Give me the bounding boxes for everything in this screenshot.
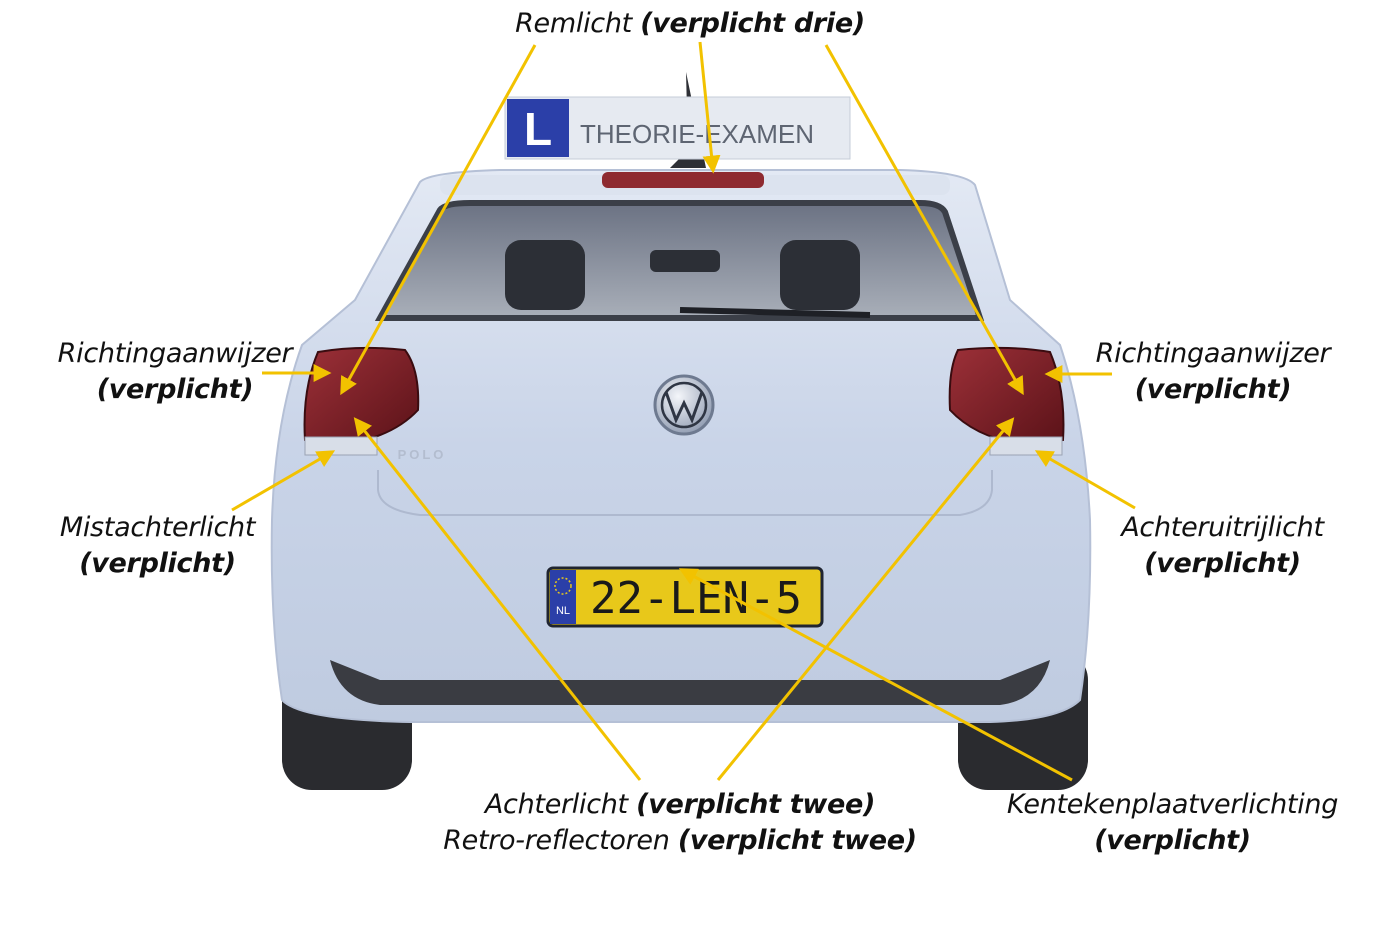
plate-country: NL — [556, 605, 570, 617]
label-reverse-light-req: (verplicht) — [1144, 548, 1301, 579]
arrow-brake-third — [698, 41, 721, 174]
arrow-rear-light-left — [353, 417, 642, 781]
label-reverse-light-name: Achteruitrijlicht — [1121, 512, 1324, 543]
label-rear-light-reflectors: Achterlicht (verplicht twee) Retro-refle… — [420, 787, 940, 859]
arrow-plate-light — [678, 568, 1073, 782]
tail-light-right — [948, 346, 1065, 456]
arrow-fog-light — [231, 450, 336, 512]
label-indicator-left: Richtingaanwijzer (verplicht) — [30, 336, 320, 408]
license-plate: NL 22-LEN-5 — [546, 566, 824, 628]
label-fog-light-name: Mistachterlicht — [59, 512, 256, 543]
label-reverse-light: Achteruitrijlicht (verplicht) — [1090, 510, 1355, 582]
learner-l-letter: L — [524, 103, 552, 155]
plate-eu-band — [550, 570, 576, 624]
vw-logo — [653, 374, 715, 436]
third-brake-light — [602, 172, 764, 188]
arrow-reverse-light — [1034, 450, 1136, 510]
label-indicator-right: Richtingaanwijzer (verplicht) — [1063, 336, 1363, 408]
label-plate-light-req: (verplicht) — [1094, 825, 1251, 856]
label-plate-light: Kentekenplaatverlichting (verplicht) — [995, 787, 1350, 859]
arrow-brake-right — [824, 44, 1024, 396]
learner-l-block — [507, 99, 569, 157]
label-reflectors: Retro-reflectoren (verplicht twee) — [443, 825, 917, 856]
model-badge: POLO — [398, 447, 447, 462]
arrow-brake-left — [340, 44, 537, 396]
annotation-arrows — [231, 41, 1136, 782]
label-rear-light: Achterlicht (verplicht twee) — [484, 789, 876, 820]
label-plate-light-name: Kentekenplaatverlichting — [1006, 789, 1339, 820]
label-fog-light: Mistachterlicht (verplicht) — [30, 510, 285, 582]
label-fog-light-req: (verplicht) — [79, 548, 236, 579]
label-indicator-left-req: (verplicht) — [96, 374, 254, 405]
label-indicator-left-name: Richtingaanwijzer — [57, 338, 293, 369]
label-indicator-right-req: (verplicht) — [1134, 374, 1292, 405]
label-indicator-right-name: Richtingaanwijzer — [1095, 338, 1331, 369]
roof-sign: L THEORIE-EXAMEN — [504, 96, 851, 160]
arrow-rear-light-right — [716, 417, 1015, 781]
label-brake-light: Remlicht (verplicht drie) — [515, 8, 865, 39]
roof-sign-text: THEORIE-EXAMEN — [580, 119, 814, 149]
rear-window — [374, 200, 985, 321]
